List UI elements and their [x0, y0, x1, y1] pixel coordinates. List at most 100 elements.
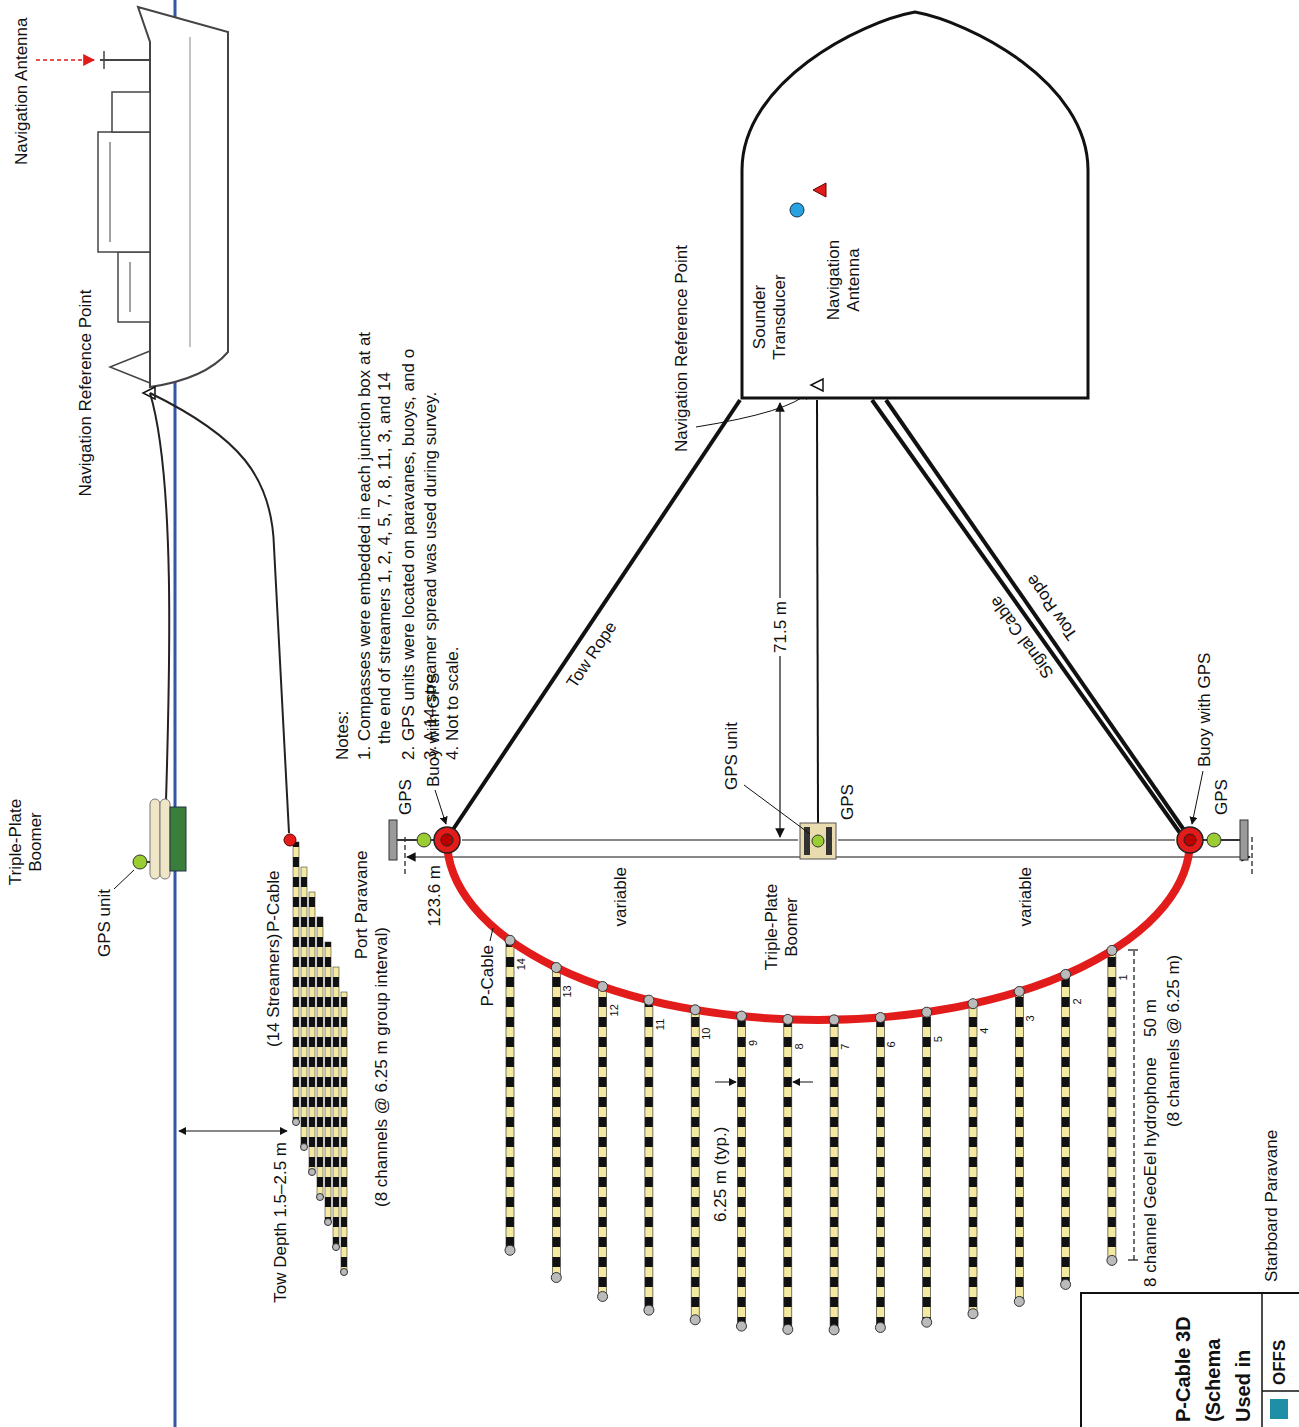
streamer-stack — [293, 842, 348, 1276]
streamer-bar — [738, 1016, 746, 1326]
streamer-tail — [875, 1322, 885, 1332]
streamer-number: 6 — [885, 1041, 898, 1047]
streamer-bar — [333, 967, 339, 1247]
junction-box — [1061, 969, 1071, 979]
label: 71.5 m — [771, 598, 791, 656]
junction-box — [598, 981, 608, 991]
streamer-tail — [1061, 1279, 1071, 1289]
junction-box — [505, 935, 515, 945]
antenna-pointer — [36, 59, 94, 61]
streamer-number: 10 — [700, 1028, 713, 1040]
streamer-number: 4 — [978, 1028, 991, 1034]
label: 2. GPS units were located on paravanes, … — [399, 349, 419, 760]
label: Starboard Paravane — [1262, 1130, 1282, 1282]
streamer-bar — [552, 968, 560, 1278]
junction-box — [644, 995, 654, 1005]
spacing-line — [462, 839, 798, 840]
streamer-tail — [829, 1325, 839, 1335]
streamer-bar — [1108, 950, 1116, 1260]
reference-point-marker — [811, 379, 823, 391]
streamer-tail — [644, 1305, 654, 1315]
streamer-bar — [1015, 991, 1023, 1301]
streamer-array — [447, 840, 1190, 1335]
streamer-number: 2 — [1071, 998, 1084, 1004]
label: variable — [611, 867, 631, 927]
title-block: P-Cable 3D (Schema Used inOFFS — [1080, 1292, 1299, 1427]
label: 4. Not to scale. — [443, 647, 463, 760]
junction-box — [1107, 945, 1117, 955]
starboard-paravane — [1177, 820, 1248, 860]
label: Buoy with GPS — [1195, 653, 1215, 767]
label: Triple-Plate Boomer — [6, 792, 46, 892]
label: GPS — [396, 779, 416, 815]
streamer-number: 5 — [932, 1036, 945, 1042]
marker-label: Sounder Transducer — [750, 252, 790, 382]
frame-line — [1261, 1292, 1263, 1427]
signal-cable — [872, 400, 1180, 833]
junction-box — [922, 1007, 932, 1017]
streamer-number: 8 — [793, 1043, 806, 1049]
streamer-bar — [325, 942, 331, 1222]
label: 6.25 m (typ.) — [711, 1127, 731, 1222]
streamer-bar — [691, 1010, 699, 1320]
streamer-tail — [968, 1309, 978, 1319]
streamer-tail — [325, 1219, 332, 1226]
junction-box — [968, 999, 978, 1009]
p-cable-head — [284, 834, 296, 846]
streamer-tail — [317, 1194, 324, 1201]
junction-box — [875, 1012, 885, 1022]
junction-box — [551, 963, 561, 973]
frame-line — [1080, 1292, 1082, 1427]
leader-line — [114, 870, 134, 889]
label: Buoy with GPS — [424, 673, 444, 787]
streamer-bar — [317, 917, 323, 1197]
spacing-arrow — [715, 1082, 736, 1083]
label: variable — [1016, 867, 1036, 927]
streamer-number: 12 — [608, 1004, 621, 1016]
leader-line — [490, 928, 493, 941]
tow-rope — [452, 400, 740, 831]
tow-rope — [886, 400, 1184, 830]
label: 8 channel GeoEel hydrophone — [1141, 1057, 1161, 1287]
frame-line — [1080, 1292, 1299, 1294]
spacing-arrow — [793, 1082, 813, 1083]
streamer-bar — [301, 867, 307, 1147]
streamer-bar — [341, 992, 347, 1272]
title-text: P-Cable 3D (Schema Used in — [1168, 1297, 1258, 1422]
streamer-tail — [341, 1269, 348, 1276]
boomer-plan — [800, 823, 836, 859]
label: GPS unit — [722, 722, 742, 790]
antenna-marker — [813, 183, 826, 197]
label: (8 channels @ 6.25 m group interval) — [372, 927, 392, 1207]
boomer-side — [133, 799, 186, 879]
label: (14 Streamers) — [264, 934, 284, 1047]
sounder-marker — [790, 203, 804, 217]
streamer-bar — [969, 1004, 977, 1314]
label: Triple-Plate Boomer — [762, 877, 802, 977]
port-paravane — [389, 820, 460, 860]
logo-mark — [1270, 1399, 1288, 1419]
leader-line — [1192, 771, 1203, 824]
streamer-tail — [551, 1273, 561, 1283]
junction-box — [1014, 986, 1024, 996]
dimension-tick — [404, 837, 405, 874]
streamer-tail — [783, 1324, 793, 1334]
p-cable-arc — [447, 840, 1190, 1020]
streamer-bar — [599, 986, 607, 1296]
dimension-line — [1133, 950, 1134, 1260]
streamer-tail — [598, 1291, 608, 1301]
streamer-tail — [309, 1169, 316, 1176]
dimension-tick — [1128, 949, 1138, 950]
label: Port Paravane — [352, 851, 372, 960]
streamer-bar — [784, 1019, 792, 1329]
streamer-tail — [922, 1317, 932, 1327]
streamer-number: 7 — [839, 1044, 852, 1050]
label: Navigation Reference Point — [672, 245, 692, 452]
label: GPS unit — [95, 889, 115, 957]
leader-line — [744, 785, 810, 834]
streamer-number: 9 — [747, 1040, 760, 1046]
tow-line — [150, 393, 169, 801]
streamer-tail — [293, 1119, 300, 1126]
junction-box — [737, 1011, 747, 1021]
